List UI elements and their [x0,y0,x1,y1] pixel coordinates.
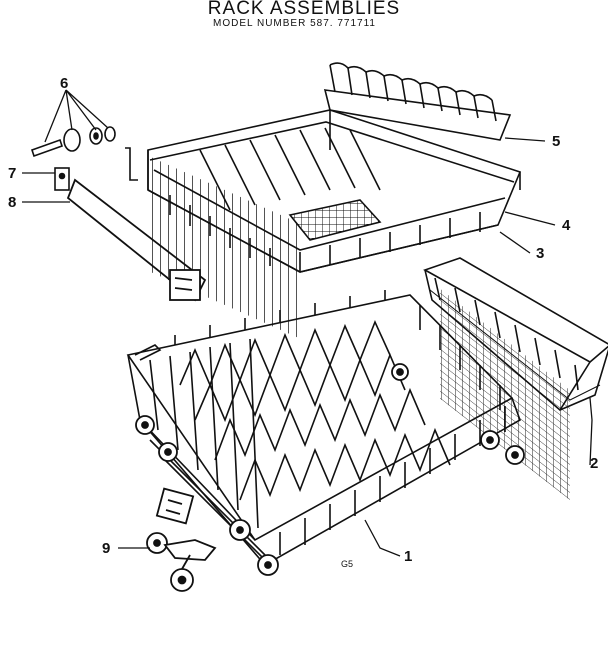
callout-3: 3 [536,245,545,262]
callout-2: 2 [590,455,599,472]
callout-6: 6 [60,75,69,92]
callout-9: 9 [102,540,111,557]
upper-rack [147,109,522,339]
lower-rack-wheels [135,363,525,576]
cup-shelf [323,62,512,141]
adjuster-rail [66,178,207,302]
callout-4: 4 [562,217,571,234]
hardware-set [30,126,138,181]
leader-lines [22,89,593,557]
figure-code: G5 [341,559,354,569]
page-title: RACK ASSEMBLIES [207,0,401,19]
bracket [54,167,70,191]
callout-1: 1 [404,548,413,565]
silverware-basket [423,257,608,501]
callout-5: 5 [552,133,561,150]
callout-8: 8 [8,194,17,211]
model-number: MODEL NUMBER 587. 771711 [213,18,376,29]
wheel-assembly [146,487,217,592]
callout-7: 7 [8,165,17,182]
